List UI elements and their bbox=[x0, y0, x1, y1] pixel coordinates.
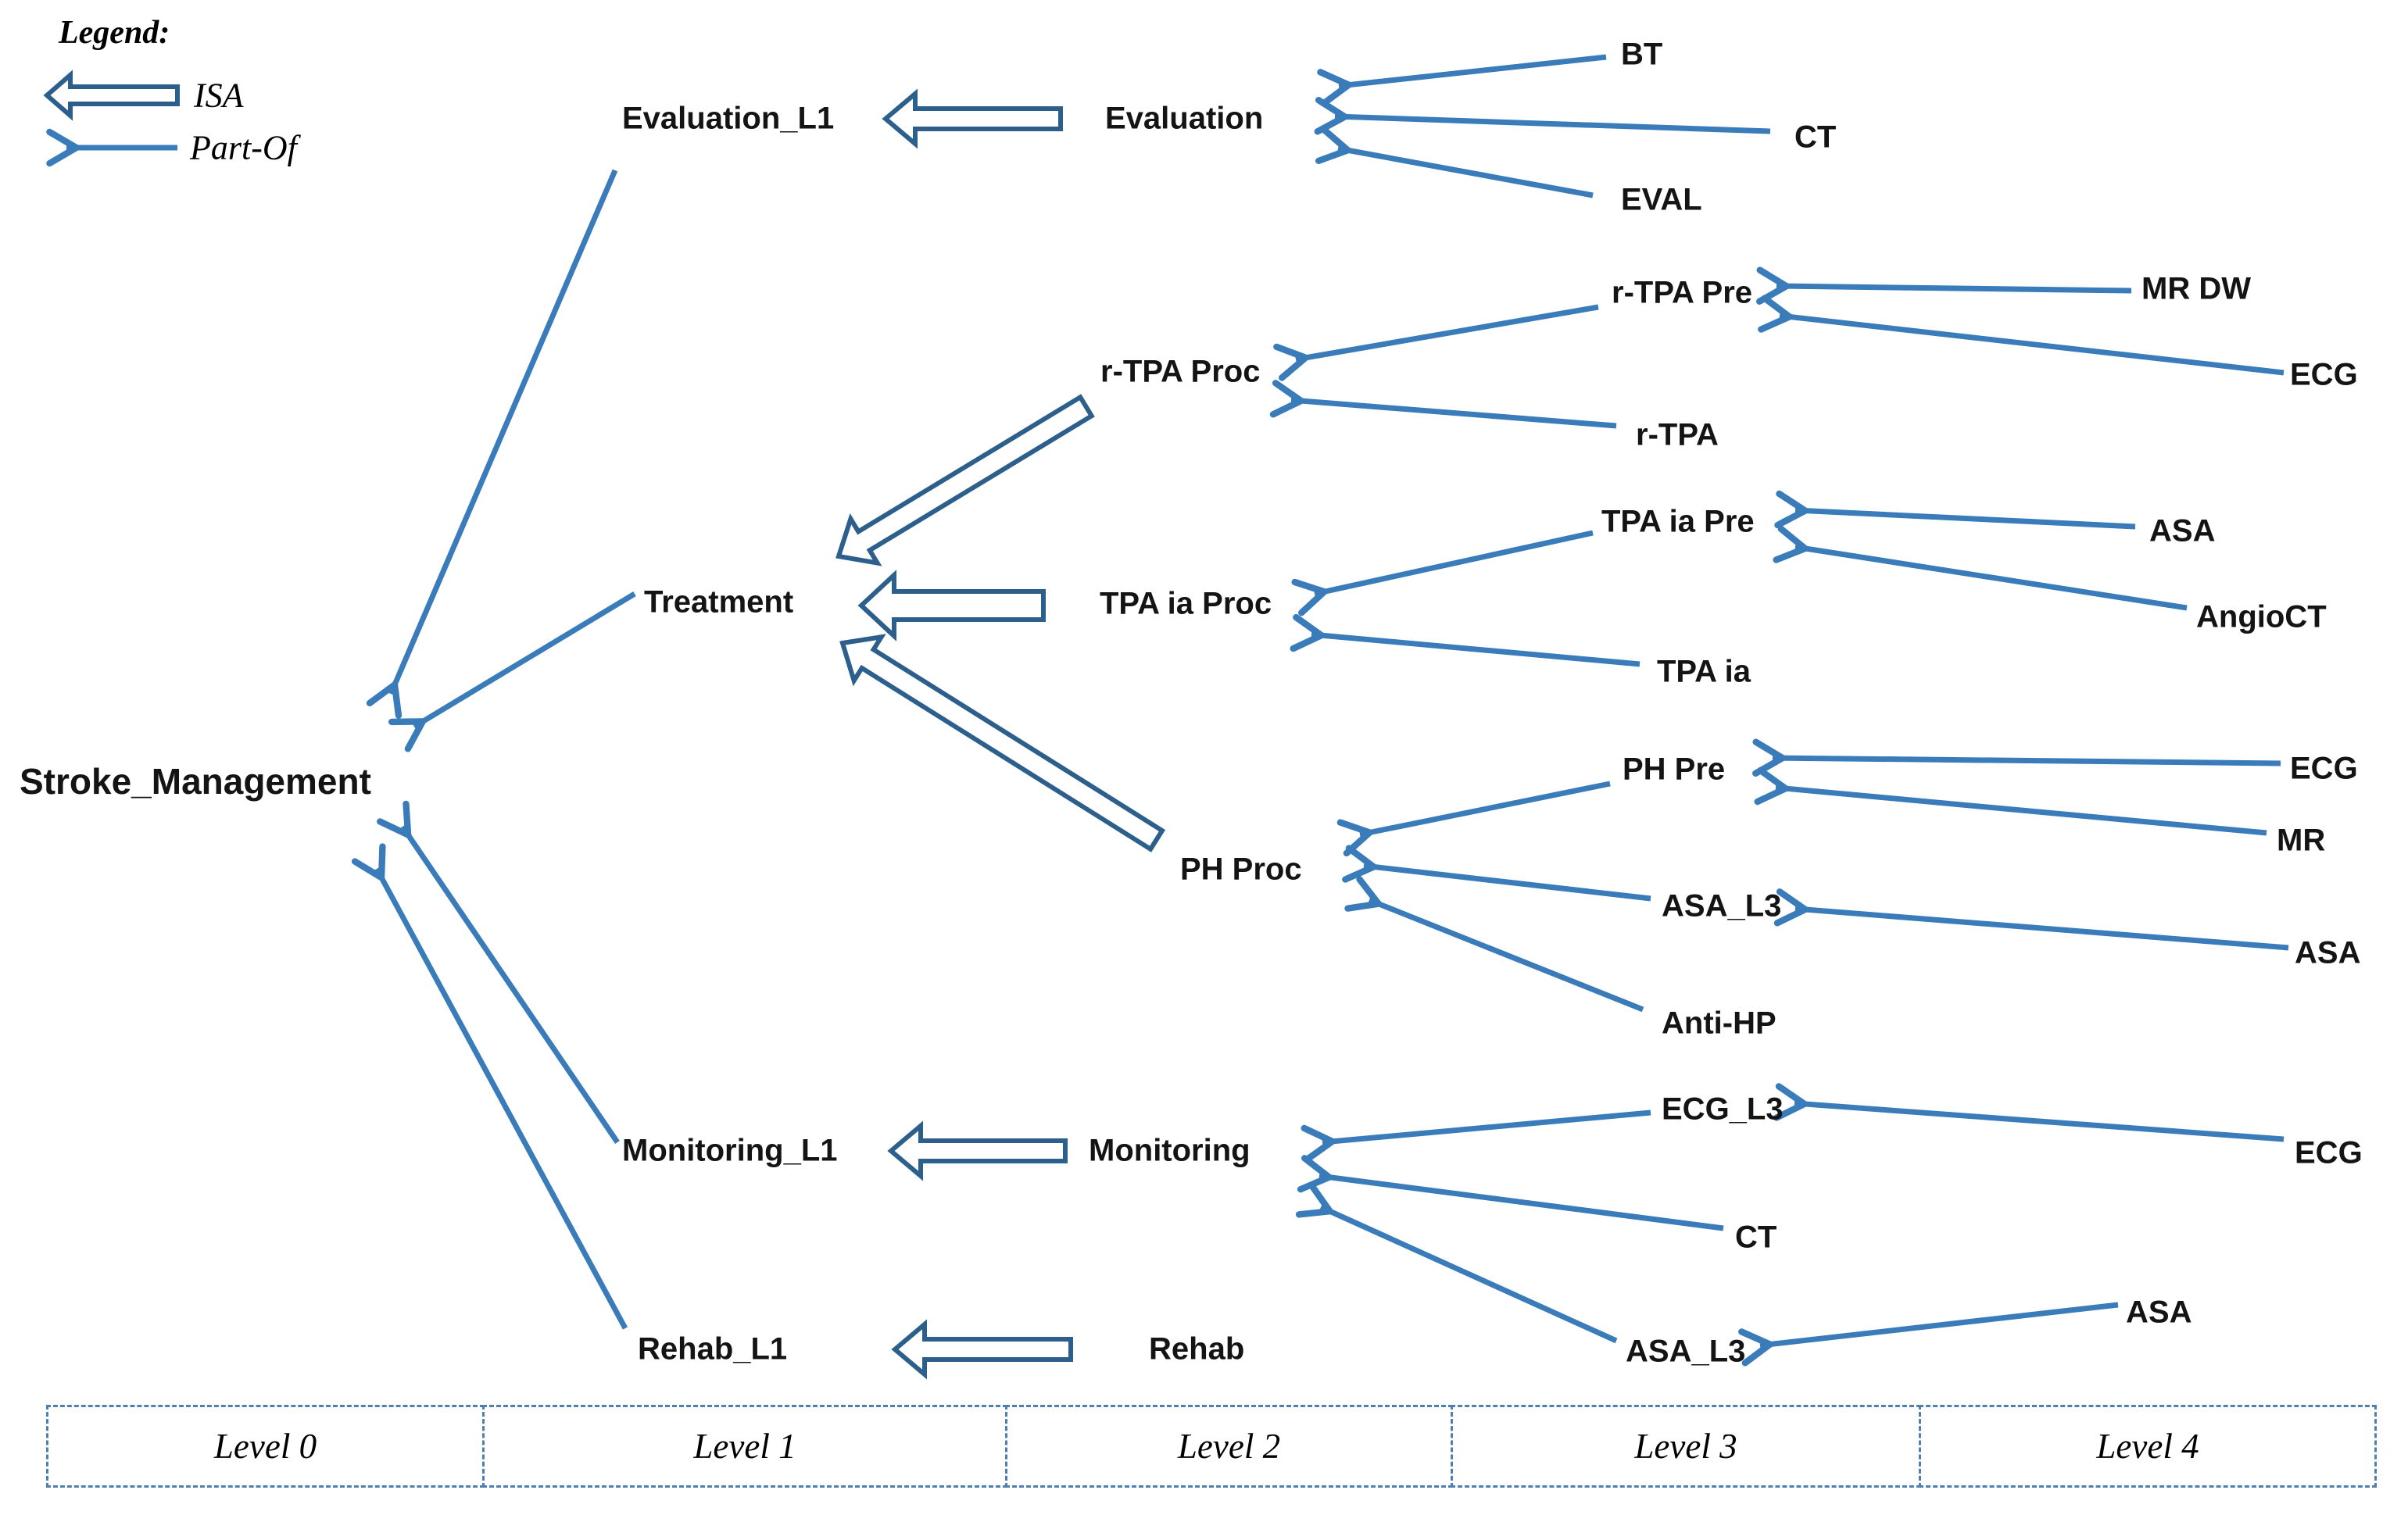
partof-arrow-monitoringl1-stroke bbox=[403, 827, 620, 1144]
node-label-asa-l3-bottom: ASA_L3 bbox=[1626, 1334, 1746, 1369]
partof-arrow-eval-evaluation bbox=[1338, 148, 1594, 198]
node-label-bt: BT bbox=[1621, 37, 1663, 72]
partof-arrow-rtpapre-rtpaproc bbox=[1296, 304, 1599, 359]
isa-arrow-tpa-ia-proc bbox=[857, 570, 1046, 641]
partof-arrow-rtpa-rtpaproc bbox=[1291, 400, 1617, 429]
isa-arrow-monitoring bbox=[887, 1120, 1068, 1181]
node-label-rehab-l1: Rehab_L1 bbox=[638, 1331, 788, 1367]
partof-arrow-antihp-phproc bbox=[1369, 900, 1644, 1013]
legend-isa-label: ISA bbox=[194, 76, 244, 115]
partof-arrows bbox=[66, 54, 2289, 1345]
node-label-ecg-bottom: ECG bbox=[2295, 1135, 2363, 1170]
isa-arrow-rtpa-proc bbox=[835, 394, 1095, 566]
node-label-ct-top: CT bbox=[1794, 120, 1837, 155]
node-label-angioct: AngioCT bbox=[2196, 599, 2327, 634]
node-label-tpa-ia-pre: TPA ia Pre bbox=[1601, 504, 1755, 539]
node-label-rtpa-pre: r-TPA Pre bbox=[1612, 275, 1753, 310]
partof-arrow-asal3-phproc bbox=[1364, 866, 1651, 902]
level-bar: Level 0 Level 1 Level 2 Level 3 Level 4 bbox=[46, 1405, 2386, 1488]
level-cell-4: Level 4 bbox=[1919, 1405, 2377, 1488]
isa-arrow-ph-proc bbox=[839, 634, 1166, 852]
node-label-ecg-top: ECG bbox=[2290, 357, 2358, 392]
node-label-ecg-l3: ECG_L3 bbox=[1662, 1092, 1784, 1127]
node-label-evaluation-l1: Evaluation_L1 bbox=[622, 101, 835, 136]
node-label-monitoring-l1: Monitoring_L1 bbox=[622, 1133, 838, 1168]
node-label-rtpa-proc: r-TPA Proc bbox=[1100, 354, 1261, 389]
partof-arrow-ecg-rtpapre bbox=[1780, 316, 2285, 376]
partof-arrow-ct-monitoring bbox=[1319, 1176, 1724, 1231]
node-label-tpa-ia: TPA ia bbox=[1657, 654, 1751, 689]
partof-arrow-ct-evaluation bbox=[1335, 116, 1771, 131]
node-label-ct-bottom: CT bbox=[1735, 1220, 1777, 1255]
partof-arrow-tpaiapre-tpaiaproc bbox=[1315, 530, 1594, 594]
partof-arrow-angioct-tpaiapre bbox=[1795, 547, 2188, 611]
partof-arrow-asa-asal3-bottom bbox=[1760, 1302, 2119, 1345]
partof-arrow-ecg-phpre bbox=[1773, 758, 2281, 763]
node-label-asa-tpa: ASA bbox=[2149, 513, 2216, 548]
isa-arrow-rehab bbox=[891, 1319, 1073, 1380]
partof-arrow-ecg-ecgl3 bbox=[1794, 1103, 2285, 1142]
node-label-ecg-ph: ECG bbox=[2290, 751, 2358, 786]
node-label-treatment: Treatment bbox=[644, 584, 794, 620]
node-label-asa-bottom: ASA bbox=[2126, 1295, 2192, 1330]
partof-arrow-treatment-stroke bbox=[414, 591, 636, 727]
node-label-monitoring: Monitoring bbox=[1089, 1133, 1251, 1168]
node-label-rtpa: r-TPA bbox=[1636, 417, 1719, 452]
partof-arrow-bt-evaluation bbox=[1339, 54, 1607, 86]
level-cell-0: Level 0 bbox=[46, 1405, 485, 1488]
node-label-anti-hp: Anti-HP bbox=[1662, 1006, 1776, 1041]
partof-arrow-evaluationl1-stroke bbox=[391, 169, 618, 694]
level-cell-2: Level 2 bbox=[1005, 1405, 1453, 1488]
level-cell-1: Level 1 bbox=[482, 1405, 1007, 1488]
partof-arrow-mr-phpre bbox=[1776, 788, 2267, 836]
node-label-tpa-ia-proc: TPA ia Proc bbox=[1100, 586, 1272, 621]
isa-arrows bbox=[43, 70, 1166, 1380]
partof-arrow-phpre-phproc bbox=[1360, 781, 1611, 834]
partof-arrow-tpaia-tpaiaproc bbox=[1311, 634, 1641, 667]
node-label-mr-dw: MR DW bbox=[2141, 271, 2251, 306]
partof-arrow-asa-asal3-mid bbox=[1795, 909, 2289, 951]
node-label-stroke-management: Stroke_Management bbox=[20, 761, 371, 802]
node-label-ph-proc: PH Proc bbox=[1180, 852, 1302, 887]
legend-partof-label: Part-Of bbox=[190, 128, 297, 167]
node-label-rehab: Rehab bbox=[1149, 1331, 1245, 1367]
partof-arrow-asa-tpaiapre bbox=[1795, 510, 2136, 530]
node-label-asa-l3-mid: ASA_L3 bbox=[1662, 888, 1782, 924]
node-label-mr: MR bbox=[2277, 823, 2326, 858]
partof-arrow-rehabl1-stroke bbox=[377, 869, 628, 1330]
isa-arrow-evaluation bbox=[882, 88, 1063, 149]
partof-arrow-ecgl3-monitoring bbox=[1322, 1109, 1651, 1142]
node-label-eval: EVAL bbox=[1621, 182, 1702, 217]
partof-arrow-mrdw-rtpapre bbox=[1776, 286, 2132, 291]
node-label-ph-pre: PH Pre bbox=[1623, 752, 1726, 787]
partof-arrow-asal3-monitoring bbox=[1321, 1207, 1618, 1344]
legend-isa-arrow bbox=[43, 70, 180, 121]
legend-title: Legend: bbox=[59, 15, 170, 51]
node-label-asa-mid: ASA bbox=[2295, 935, 2361, 970]
level-cell-3: Level 3 bbox=[1451, 1405, 1921, 1488]
node-label-evaluation: Evaluation bbox=[1105, 101, 1264, 136]
